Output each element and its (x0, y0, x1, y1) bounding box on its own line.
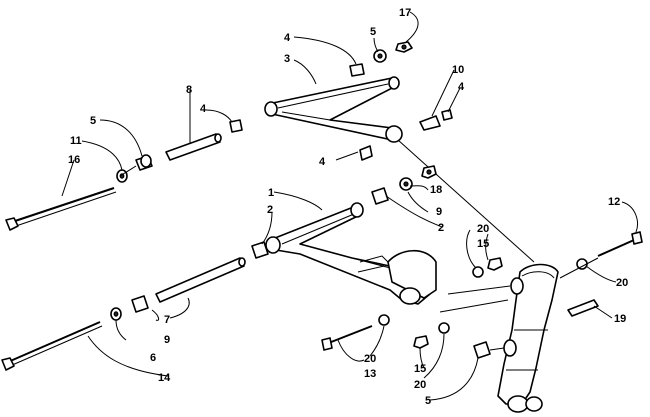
callout-11: 11 (70, 135, 82, 147)
lower-a-arm (265, 202, 437, 305)
callout-4d: 4 (458, 81, 465, 93)
callout-16: 16 (68, 154, 80, 166)
callout-20d: 20 (414, 379, 426, 391)
callout-9a: 9 (436, 206, 442, 218)
callout-5a: 5 (370, 26, 376, 38)
callout-13: 13 (364, 368, 376, 380)
callout-labels: 1 2 2 3 4 4 4 4 5 5 5 6 7 8 9 9 10 11 12… (68, 7, 628, 407)
callout-9b: 9 (164, 334, 170, 346)
callout-19: 19 (614, 313, 626, 325)
callout-20b: 20 (616, 277, 628, 289)
assembly-lines (119, 165, 599, 351)
callout-10: 10 (452, 64, 464, 76)
upper-fasteners (5, 41, 453, 231)
callout-5c: 5 (425, 395, 431, 407)
callout-14: 14 (158, 372, 171, 384)
leader-lines (61, 11, 638, 401)
callout-17: 17 (399, 7, 411, 19)
callout-5b: 5 (90, 115, 96, 127)
callout-4b: 4 (200, 103, 207, 115)
spindle-knuckle (497, 263, 559, 413)
callout-3: 3 (284, 53, 290, 65)
callout-20c: 20 (364, 353, 376, 365)
callout-15b: 15 (414, 363, 426, 375)
callout-12: 12 (608, 196, 620, 208)
callout-2a: 2 (267, 204, 273, 216)
callout-18: 18 (430, 184, 442, 196)
callout-4a: 4 (284, 32, 291, 44)
upper-a-arm (264, 76, 403, 143)
lower-fasteners (1, 165, 643, 371)
callout-6: 6 (150, 352, 156, 364)
callout-7: 7 (164, 314, 170, 326)
callout-4c: 4 (319, 156, 326, 168)
callout-2b: 2 (438, 222, 444, 234)
assembly-line-upper (397, 139, 535, 263)
callout-15a: 15 (477, 238, 489, 250)
callout-20a: 20 (477, 223, 489, 235)
callout-8: 8 (186, 84, 192, 96)
callout-1: 1 (268, 187, 274, 199)
